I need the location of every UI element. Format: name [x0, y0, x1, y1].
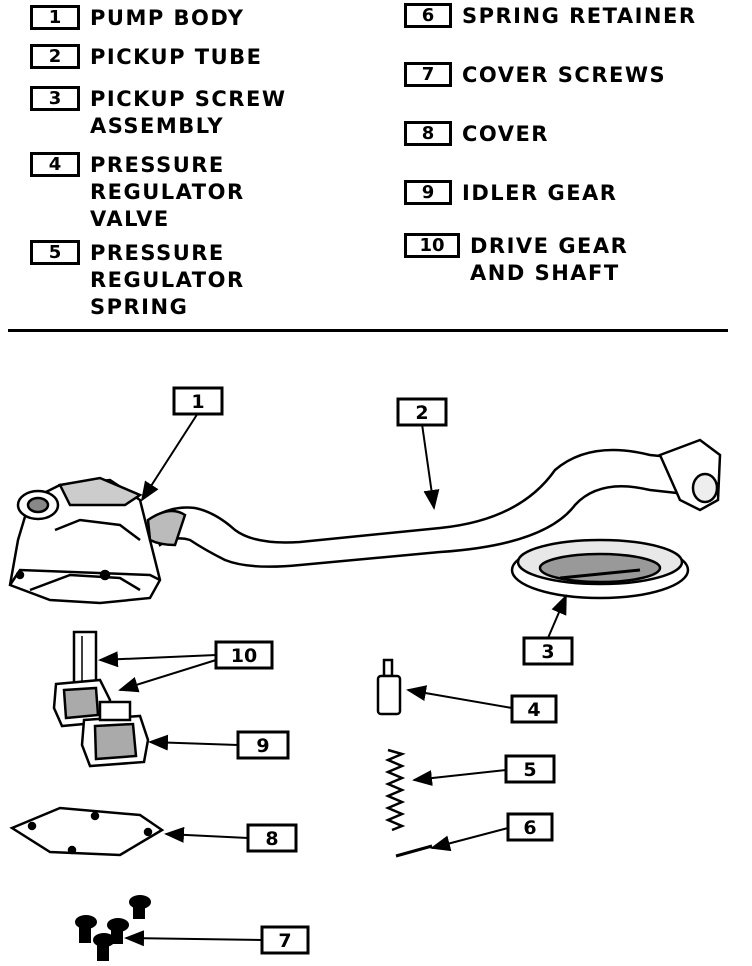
cover-drawing	[9, 806, 165, 857]
legend-item-pressure-regulator-valve: 4 PRESSURE REGULATOR VALVE	[30, 152, 245, 233]
spring-retainer-drawing	[395, 844, 433, 858]
pump-body-drawing	[8, 476, 162, 605]
callout-2: 2	[396, 397, 448, 427]
legend-number: 9	[404, 180, 452, 205]
callout-3-label: 3	[541, 641, 554, 663]
legend-item-pickup-screw-assembly: 3 PICKUP SCREW ASSEMBLY	[30, 86, 287, 140]
legend-item-cover: 8 COVER	[404, 121, 549, 148]
legend-number: 6	[404, 3, 452, 28]
callout-4: 4	[510, 694, 558, 724]
callout-8-label: 8	[265, 828, 278, 850]
callout-3: 3	[522, 636, 574, 666]
legend-label: COVER SCREWS	[462, 63, 667, 87]
legend-item-pump-body: 1 PUMP BODY	[30, 5, 245, 32]
idler-gear-drawing	[80, 700, 150, 768]
legend-label: PRESSURE REGULATOR SPRING	[90, 241, 245, 319]
callout-1-label: 1	[191, 391, 204, 413]
legend-item-pressure-regulator-spring: 5 PRESSURE REGULATOR SPRING	[30, 240, 245, 321]
callout-9-label: 9	[256, 735, 269, 757]
pressure-regulator-valve-drawing	[376, 658, 402, 716]
legend-divider	[8, 329, 728, 332]
legend-number: 2	[30, 44, 80, 69]
callout-7-label: 7	[278, 930, 291, 952]
callout-7: 7	[260, 925, 310, 955]
callout-9: 9	[236, 730, 290, 760]
legend-item-pickup-tube: 2 PICKUP TUBE	[30, 44, 263, 71]
callout-4-label: 4	[527, 699, 540, 721]
legend-number: 5	[30, 240, 80, 265]
legend-number: 3	[30, 86, 80, 111]
pickup-tube-drawing	[146, 438, 722, 568]
legend-number: 8	[404, 121, 452, 146]
legend-label: PRESSURE REGULATOR VALVE	[90, 153, 245, 231]
cover-screws-drawing	[75, 895, 151, 961]
legend-item-drive-gear-and-shaft: 10 DRIVE GEAR AND SHAFT	[404, 233, 628, 287]
callout-8: 8	[246, 823, 298, 853]
legend-label: SPRING RETAINER	[462, 4, 697, 28]
callout-10: 10	[214, 640, 274, 670]
legend-item-idler-gear: 9 IDLER GEAR	[404, 180, 617, 207]
legend-item-spring-retainer: 6 SPRING RETAINER	[404, 3, 697, 30]
legend-number: 7	[404, 62, 452, 87]
pickup-screen-drawing	[510, 538, 690, 600]
legend-label: PICKUP SCREW ASSEMBLY	[90, 87, 287, 138]
callout-6: 6	[506, 812, 554, 842]
legend-number: 10	[404, 233, 460, 258]
callout-6-label: 6	[523, 817, 536, 839]
pressure-regulator-spring-drawing	[384, 748, 406, 832]
legend-label: COVER	[462, 122, 549, 146]
callout-1: 1	[172, 386, 224, 416]
legend-label: PUMP BODY	[90, 6, 245, 30]
leader-lines	[98, 412, 567, 947]
legend-item-cover-screws: 7 COVER SCREWS	[404, 62, 666, 89]
legend-number: 1	[30, 5, 80, 30]
callout-10-label: 10	[231, 645, 257, 667]
legend-label: DRIVE GEAR AND SHAFT	[470, 234, 629, 285]
drive-gear-shaft-drawing	[52, 630, 112, 728]
legend-label: IDLER GEAR	[462, 181, 618, 205]
callout-5-label: 5	[523, 759, 536, 781]
callout-5: 5	[504, 754, 556, 784]
legend-label: PICKUP TUBE	[90, 45, 263, 69]
legend-number: 4	[30, 152, 80, 177]
callout-2-label: 2	[415, 402, 428, 424]
